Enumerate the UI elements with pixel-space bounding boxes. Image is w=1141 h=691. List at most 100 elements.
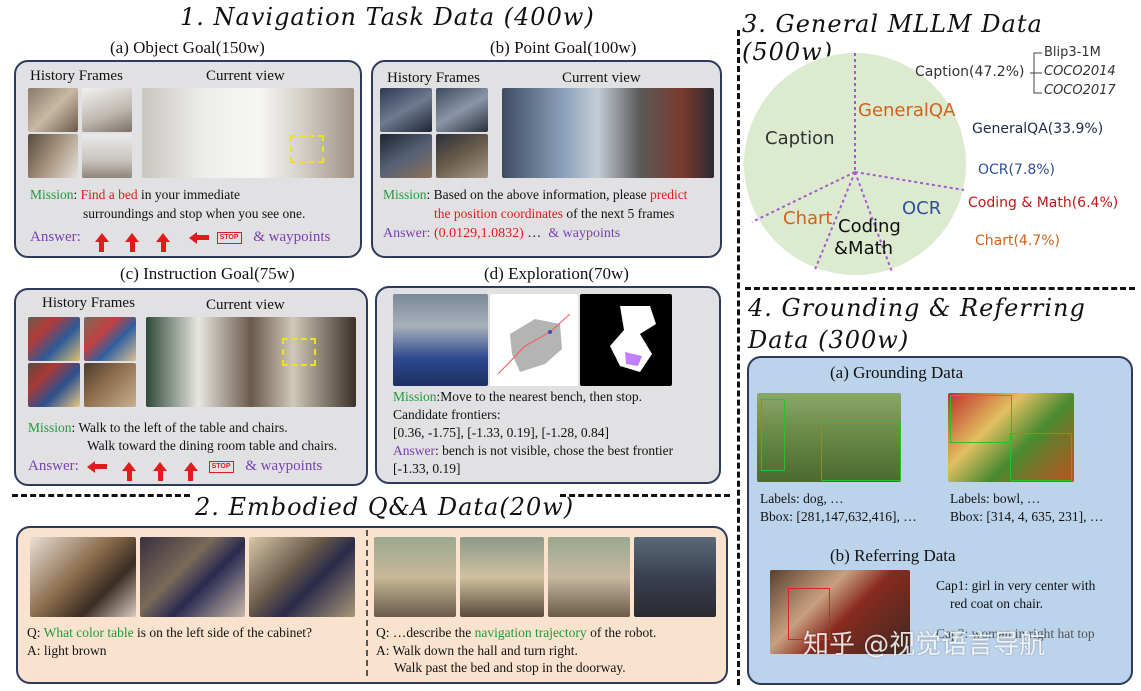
legend-generalqa: GeneralQA(33.9%) (972, 121, 1104, 137)
legend-coding: Coding & Math(6.4%) (968, 195, 1119, 211)
object-answer-label: Answer: (30, 229, 81, 245)
instruction-target-bbox (282, 338, 316, 366)
arrow-up-icon (183, 462, 198, 482)
eqa-section-title: 2. Embodied Q&A Data(20w) (195, 493, 575, 521)
grounding-section-title: 4. Grounding & Referring Data (300w) (748, 294, 1086, 354)
exploration-mission: Mission:Move to the nearest bench, then … (393, 389, 642, 404)
exploration-frontier-map (580, 294, 672, 386)
object-answer: Answer: STOP & waypoints (30, 228, 331, 253)
caption-sources-bracket (1030, 52, 1042, 94)
instruction-mission-line1: Mission: Walk to the left of the table a… (28, 420, 288, 435)
instruction-history-frame-1 (28, 317, 80, 361)
object-current-label: Current view (206, 68, 285, 84)
eqa-right-frame-4 (634, 537, 716, 617)
stop-sign-icon: STOP (216, 231, 242, 244)
dog-bbox-small (761, 399, 785, 471)
exploration-answer-line2: [-1.33, 0.19] (393, 461, 461, 476)
exploration-rgb-view (393, 294, 488, 386)
pie-label-chart: Chart (783, 208, 833, 229)
eqa-right-frame-3 (548, 537, 630, 617)
frontier-map-svg (610, 306, 656, 372)
grounding-labels-1: Labels: dog, … (760, 491, 844, 506)
caption-source-2: COCO2014 (1044, 64, 1116, 79)
eqa-right-frame-1 (374, 537, 456, 617)
point-current-label: Current view (562, 70, 641, 86)
object-history-frame-1 (28, 88, 78, 132)
arrow-up-icon (125, 233, 140, 253)
instruction-answer-label: Answer: (28, 458, 79, 474)
instruction-goal-title: (c) Instruction Goal(75w) (120, 264, 295, 283)
pie-divider-line (751, 171, 856, 223)
instruction-answer: Answer: STOP & waypoints (28, 457, 323, 482)
object-history-frame-3 (28, 134, 78, 178)
point-waypoints: & waypoints (548, 226, 621, 241)
eqa-left-frame-1 (30, 537, 136, 617)
eqa-right-question: Q: …describe the navigation trajectory o… (376, 625, 657, 640)
exploration-occupancy-map (490, 294, 578, 386)
general-section-title: 3. General MLLM Data (500w) (742, 10, 1043, 66)
arrow-up-icon (156, 233, 171, 253)
referring-cap1-line1: Cap1: girl in very center with (936, 578, 1096, 593)
legend-caption: Caption(47.2%) (915, 64, 1025, 80)
object-bed-bbox (290, 135, 324, 163)
referring-data-title: (b) Referring Data (830, 546, 956, 565)
object-history-frame-2 (82, 88, 132, 132)
grounding-data-title: (a) Grounding Data (830, 363, 964, 382)
point-history-frame-1 (380, 88, 432, 132)
instruction-history-frame-4 (84, 363, 136, 407)
grounding-labels-2: Labels: bowl, … (950, 491, 1041, 506)
referring-cap2-partial: Cap2: woman in right hat top (936, 626, 1095, 641)
arrow-up-icon (122, 462, 137, 482)
arrow-up-icon (94, 233, 109, 253)
vertical-divider (737, 30, 740, 685)
bowl-bbox (950, 395, 1012, 443)
object-history-frame-4 (82, 134, 132, 178)
instruction-history-frame-2 (84, 317, 136, 361)
eqa-left-frame-2 (140, 537, 245, 617)
exploration-answer: Answer: bench is not visible, chose the … (393, 443, 674, 458)
horizontal-divider-left2 (560, 494, 730, 497)
grounding-dog-image (757, 393, 901, 482)
eqa-right-answer-1: A: Walk down the hall and turn right. (376, 643, 578, 658)
grounding-bbox-2: Bbox: [314, 4, 635, 231], … (950, 509, 1104, 524)
eqa-left-answer: A: light brown (27, 643, 107, 658)
exploration-frontiers-values: [0.36, -1.75], [-1.33, 0.19], [-1.28, 0.… (393, 425, 609, 440)
eqa-right-answer-2: Walk past the bed and stop in the doorwa… (394, 660, 626, 675)
pie-divider-line (854, 171, 965, 191)
pie-label-caption: Caption (765, 128, 835, 149)
object-waypoints: & waypoints (253, 229, 331, 245)
instruction-waypoints: & waypoints (245, 458, 323, 474)
eqa-inner-divider (366, 530, 368, 676)
point-mission-line2: the position coordinates of the next 5 f… (434, 206, 675, 221)
object-mission-line2: surroundings and stop when you see one. (83, 206, 306, 221)
legend-chart: Chart(4.7%) (975, 233, 1060, 249)
instruction-history-frame-3 (28, 363, 80, 407)
general-pie-chart (744, 53, 966, 275)
point-goal-title: (b) Point Goal(100w) (490, 38, 637, 57)
referring-image (770, 570, 910, 654)
eqa-left-frame-3 (249, 537, 355, 617)
legend-ocr: OCR(7.8%) (978, 162, 1056, 178)
instruction-history-label: History Frames (42, 295, 135, 311)
object-mission-line1: Mission: Find a bed in your immediate (30, 187, 241, 202)
arrow-left-icon (188, 231, 209, 244)
object-goal-title: (a) Object Goal(150w) (110, 38, 265, 57)
nav-section-title: 1. Navigation Task Data (400w) (180, 3, 595, 31)
instruction-mission-line2: Walk toward the dining room table and ch… (87, 438, 338, 453)
pie-label-coding: Coding (838, 216, 901, 237)
pie-divider-line (813, 171, 856, 273)
horizontal-divider-left (12, 494, 190, 497)
grounding-bbox-1: Bbox: [281,147,632,416], … (760, 509, 917, 524)
caption-source-3: COCO2017 (1044, 83, 1116, 98)
grounding-bowl-image (948, 393, 1074, 482)
bowl-bbox-2 (1010, 433, 1072, 481)
exploration-title: (d) Exploration(70w) (484, 264, 629, 283)
point-mission-line1: Mission: Based on the above information,… (383, 187, 688, 202)
instruction-current-label: Current view (206, 297, 285, 313)
point-history-frame-3 (380, 134, 432, 178)
pie-label-ocr: OCR (902, 198, 942, 219)
point-history-label: History Frames (387, 70, 480, 86)
point-current-view (502, 88, 714, 178)
exploration-frontiers-label: Candidate frontiers: (393, 407, 501, 422)
watermark: 知乎 @视觉语言导航 (803, 630, 1046, 660)
